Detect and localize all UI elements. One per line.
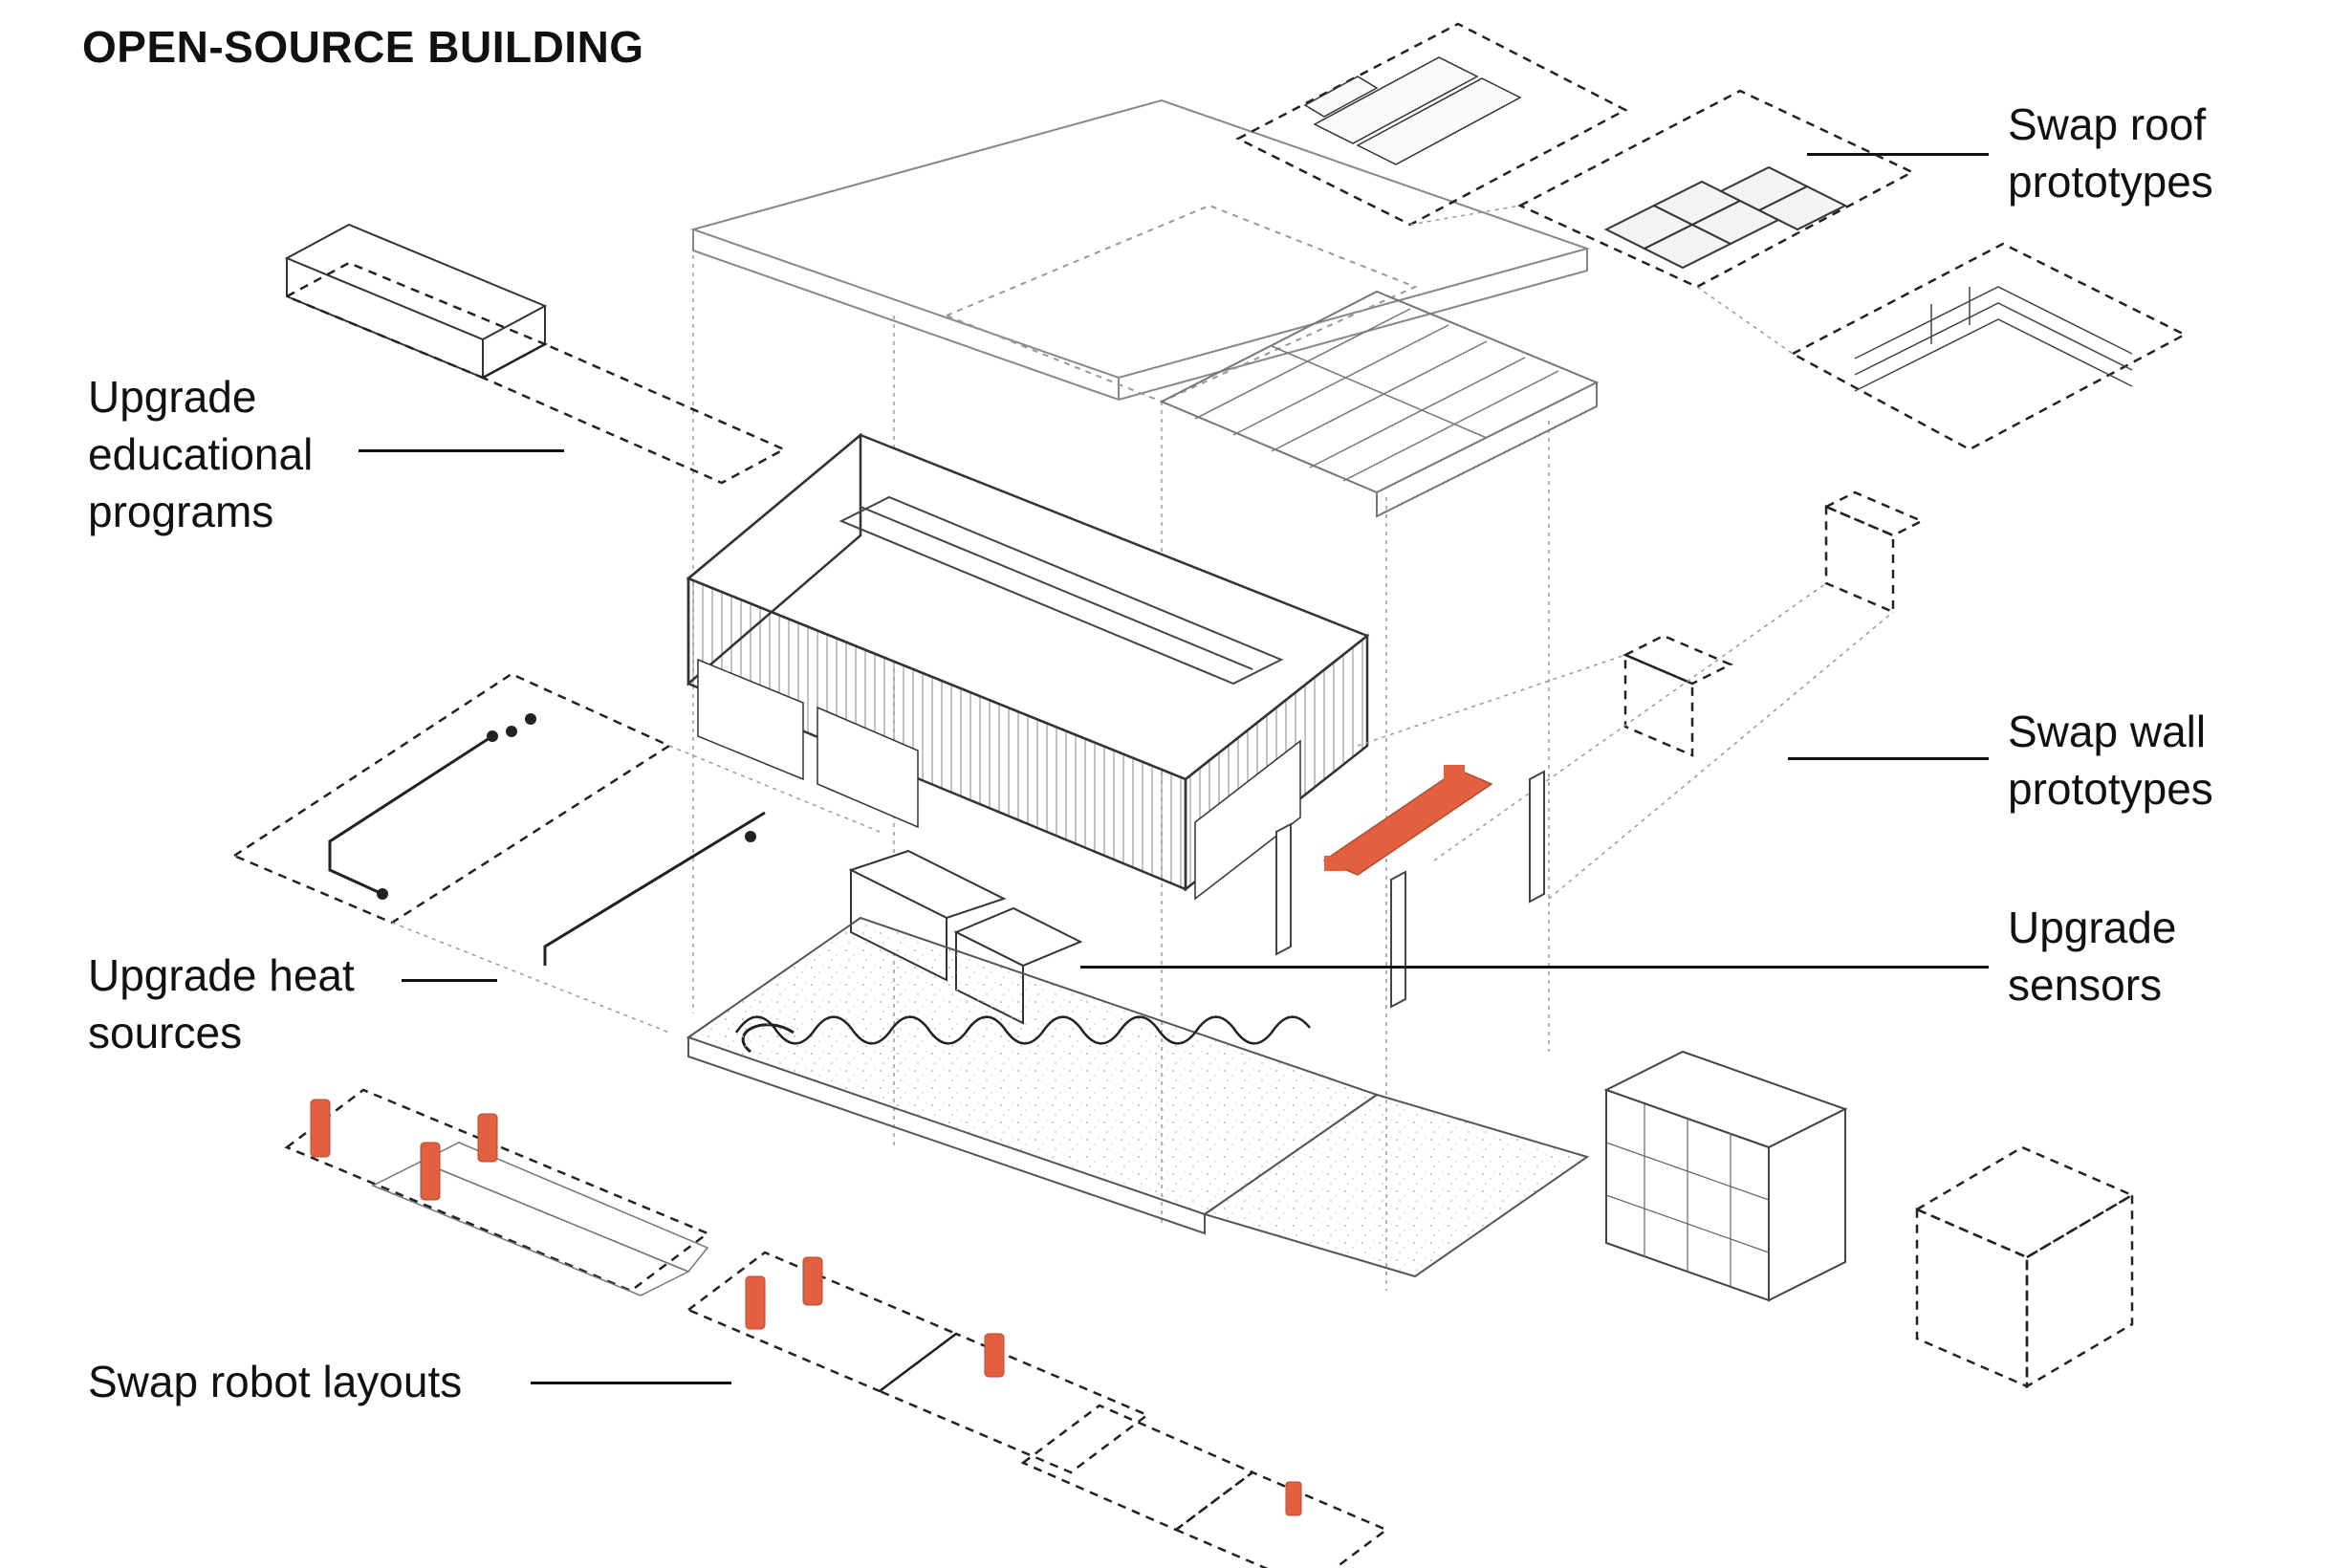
label-upgrade-sensors: Upgrade sensors [2008, 903, 2177, 1010]
crane-bridge [1322, 765, 1493, 876]
leader-roof [1807, 153, 1989, 156]
ground-slab [686, 916, 1590, 1278]
radiant-floor-loop [734, 1015, 1311, 1045]
robots [310, 1099, 1302, 1516]
sensor-cube [1914, 1145, 2135, 1389]
roof-terrace-railing [1854, 286, 2133, 392]
roof-prototype-tiles [1235, 22, 2188, 451]
roof-structure [1159, 290, 1600, 518]
roof-slab [689, 98, 1591, 403]
heat-nodes [377, 713, 756, 900]
heat-guides [391, 745, 881, 1034]
label-upgrade-educational-programs: Upgrade educational programs [88, 372, 314, 536]
label-swap-roof-prototypes: Swap roof prototypes [2008, 99, 2213, 207]
robot-layout-tiles [284, 1088, 1389, 1568]
leader-sensors [1080, 966, 1989, 969]
heat-source-tiles [231, 672, 672, 925]
label-upgrade-heat-sources: Upgrade heat sources [88, 950, 355, 1057]
leader-education [359, 449, 564, 452]
robot-tracks [371, 1142, 709, 1296]
wall-guides [1357, 582, 1894, 900]
crane-columns [1275, 770, 1545, 1009]
glass-pavilion [1603, 1050, 1848, 1302]
diagram-title: OPEN-SOURCE BUILDING [82, 22, 644, 72]
building-windows [697, 658, 1301, 901]
wall-prototypes [1622, 490, 1925, 757]
skylight-panels [1603, 165, 1848, 270]
educational-annex [284, 223, 787, 485]
leader-robots [531, 1382, 731, 1384]
crane-rails [838, 495, 1284, 686]
pavilion-mullions [1605, 1104, 1770, 1286]
solar-panels [1303, 56, 1522, 165]
label-swap-robot-layouts: Swap robot layouts [88, 1357, 463, 1406]
leader-heat [402, 979, 497, 982]
heat-pipes [328, 734, 795, 1054]
label-swap-wall-prototypes: Swap wall prototypes [2008, 707, 2213, 814]
leader-wall [1788, 757, 1989, 760]
